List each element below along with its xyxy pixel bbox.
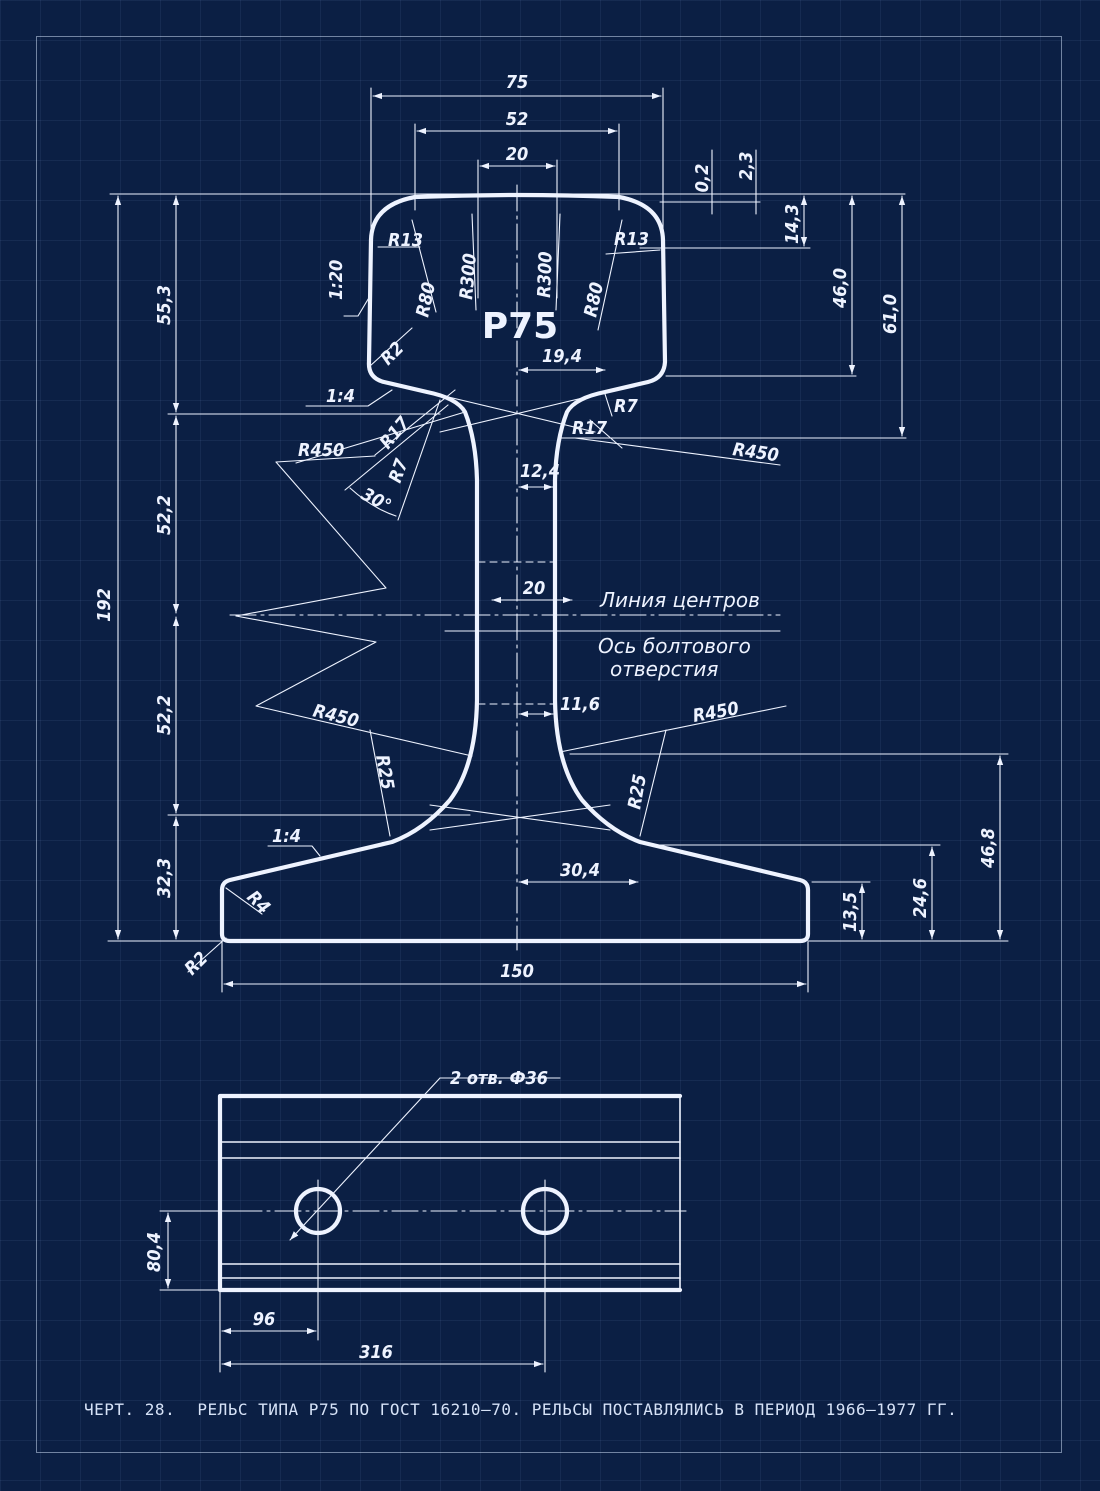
radius-r7-right: R7 xyxy=(614,396,638,417)
radius-r450-upper-right: R450 xyxy=(731,439,780,466)
dim-316: 316 xyxy=(359,1342,393,1363)
dim-75: 75 xyxy=(506,72,529,93)
radius-r80-right: R80 xyxy=(580,280,608,319)
slope-1-4-upper: 1:4 xyxy=(326,386,355,407)
dim-96: 96 xyxy=(253,1309,276,1330)
label-centers-line: Линия центров xyxy=(599,588,760,612)
radius-r25-right: R25 xyxy=(624,773,651,811)
r450-upper-left-leader xyxy=(235,461,387,617)
radius-r13-left: R13 xyxy=(388,230,423,251)
dim-12-4: 12,4 xyxy=(520,461,560,482)
radius-r300-right: R300 xyxy=(534,251,557,298)
dim-55-3: 55,3 xyxy=(154,285,175,325)
dim-24-6: 24,6 xyxy=(910,878,931,918)
radius-r450-lower-right: R450 xyxy=(691,698,740,727)
web-dimensions: 19,4 12,4 20 11,6 xyxy=(491,346,606,718)
radius-r2-foot: R2 xyxy=(181,948,213,980)
rail-profile xyxy=(219,184,811,951)
radius-r13-right: R13 xyxy=(614,229,649,250)
dim-46-8: 46,8 xyxy=(978,828,999,869)
drawing-frame xyxy=(36,36,1062,1453)
fish-line-lower-b xyxy=(429,804,611,831)
radius-r17-right: R17 xyxy=(572,418,608,439)
foot-dimensions: 30,4 13,5 24,6 46,8 150 xyxy=(221,753,1009,993)
angle-30: 30° xyxy=(358,484,395,517)
radius-annotations: R13 R13 R80 R80 R300 R300 Р75 R2 1:20 1:… xyxy=(181,213,787,980)
dim-32-3: 32,3 xyxy=(154,858,175,898)
dim-30-4: 30,4 xyxy=(560,860,600,881)
label-bolt-axis-2: отверстия xyxy=(610,657,718,681)
radius-r450-upper-left: R450 xyxy=(298,440,344,461)
figure-caption: ЧЕРТ. 28. РЕЛЬС ТИПА Р75 ПО ГОСТ 16210—7… xyxy=(84,1400,1084,1419)
dim-13-5: 13,5 xyxy=(840,892,861,932)
dim-150: 150 xyxy=(500,961,534,982)
dim-20: 20 xyxy=(506,144,529,165)
plan-outline xyxy=(217,1093,683,1293)
fish-line-upper-b xyxy=(439,394,596,433)
r450-lower-left-leader xyxy=(235,615,473,757)
radius-r25-left: R25 xyxy=(371,753,398,791)
slope-1-4-lower-leader xyxy=(267,845,321,857)
dim-20-web: 20 xyxy=(523,578,546,599)
dim-46-0: 46,0 xyxy=(830,268,851,309)
slope-1-20-leader xyxy=(343,295,371,317)
rail-plan-view: 2 отв. Ф36 80,4 96 316 xyxy=(144,1068,687,1373)
dim-192: 192 xyxy=(94,588,115,622)
angle-arc xyxy=(349,487,397,517)
radius-r450-lower-left: R450 xyxy=(311,700,361,732)
dim-11-6: 11,6 xyxy=(560,694,600,715)
slope-1-4-upper-leader xyxy=(305,389,393,407)
label-bolt-axis-1: Ось болтового xyxy=(598,634,751,658)
figure-number: ЧЕРТ. 28. xyxy=(84,1400,176,1419)
slope-1-4-lower: 1:4 xyxy=(272,826,301,847)
radius-r80-left: R80 xyxy=(412,280,440,319)
dim-14-3: 14,3 xyxy=(782,204,803,244)
dim-52-2-a: 52,2 xyxy=(154,495,175,535)
holes-leader xyxy=(289,1077,441,1241)
figure-caption-text: РЕЛЬС ТИПА Р75 ПО ГОСТ 16210—70. РЕЛЬСЫ … xyxy=(197,1400,958,1419)
dim-19-4: 19,4 xyxy=(542,346,582,367)
dim-0-2: 0,2 xyxy=(692,164,713,193)
dim-2-3: 2,3 xyxy=(736,152,757,181)
dim-52: 52 xyxy=(506,109,529,130)
radius-r2-head: R2 xyxy=(377,338,409,370)
dim-80-4: 80,4 xyxy=(144,1232,165,1272)
dim-61-0: 61,0 xyxy=(880,294,901,334)
radius-r300-left: R300 xyxy=(456,253,481,301)
radius-r7-left: R7 xyxy=(385,456,413,486)
profile-name: Р75 xyxy=(482,306,558,347)
left-dimensions: 192 55,3 52,2 52,2 32,3 xyxy=(94,195,471,942)
holes-note: 2 отв. Ф36 xyxy=(450,1068,548,1089)
radius-r4: R4 xyxy=(242,887,274,919)
slope-1-20: 1:20 xyxy=(326,260,347,300)
dim-52-2-b: 52,2 xyxy=(154,695,175,735)
top-dimensions: 75 52 20 0,2 2,3 14,3 46,0 61,0 xyxy=(109,72,907,439)
